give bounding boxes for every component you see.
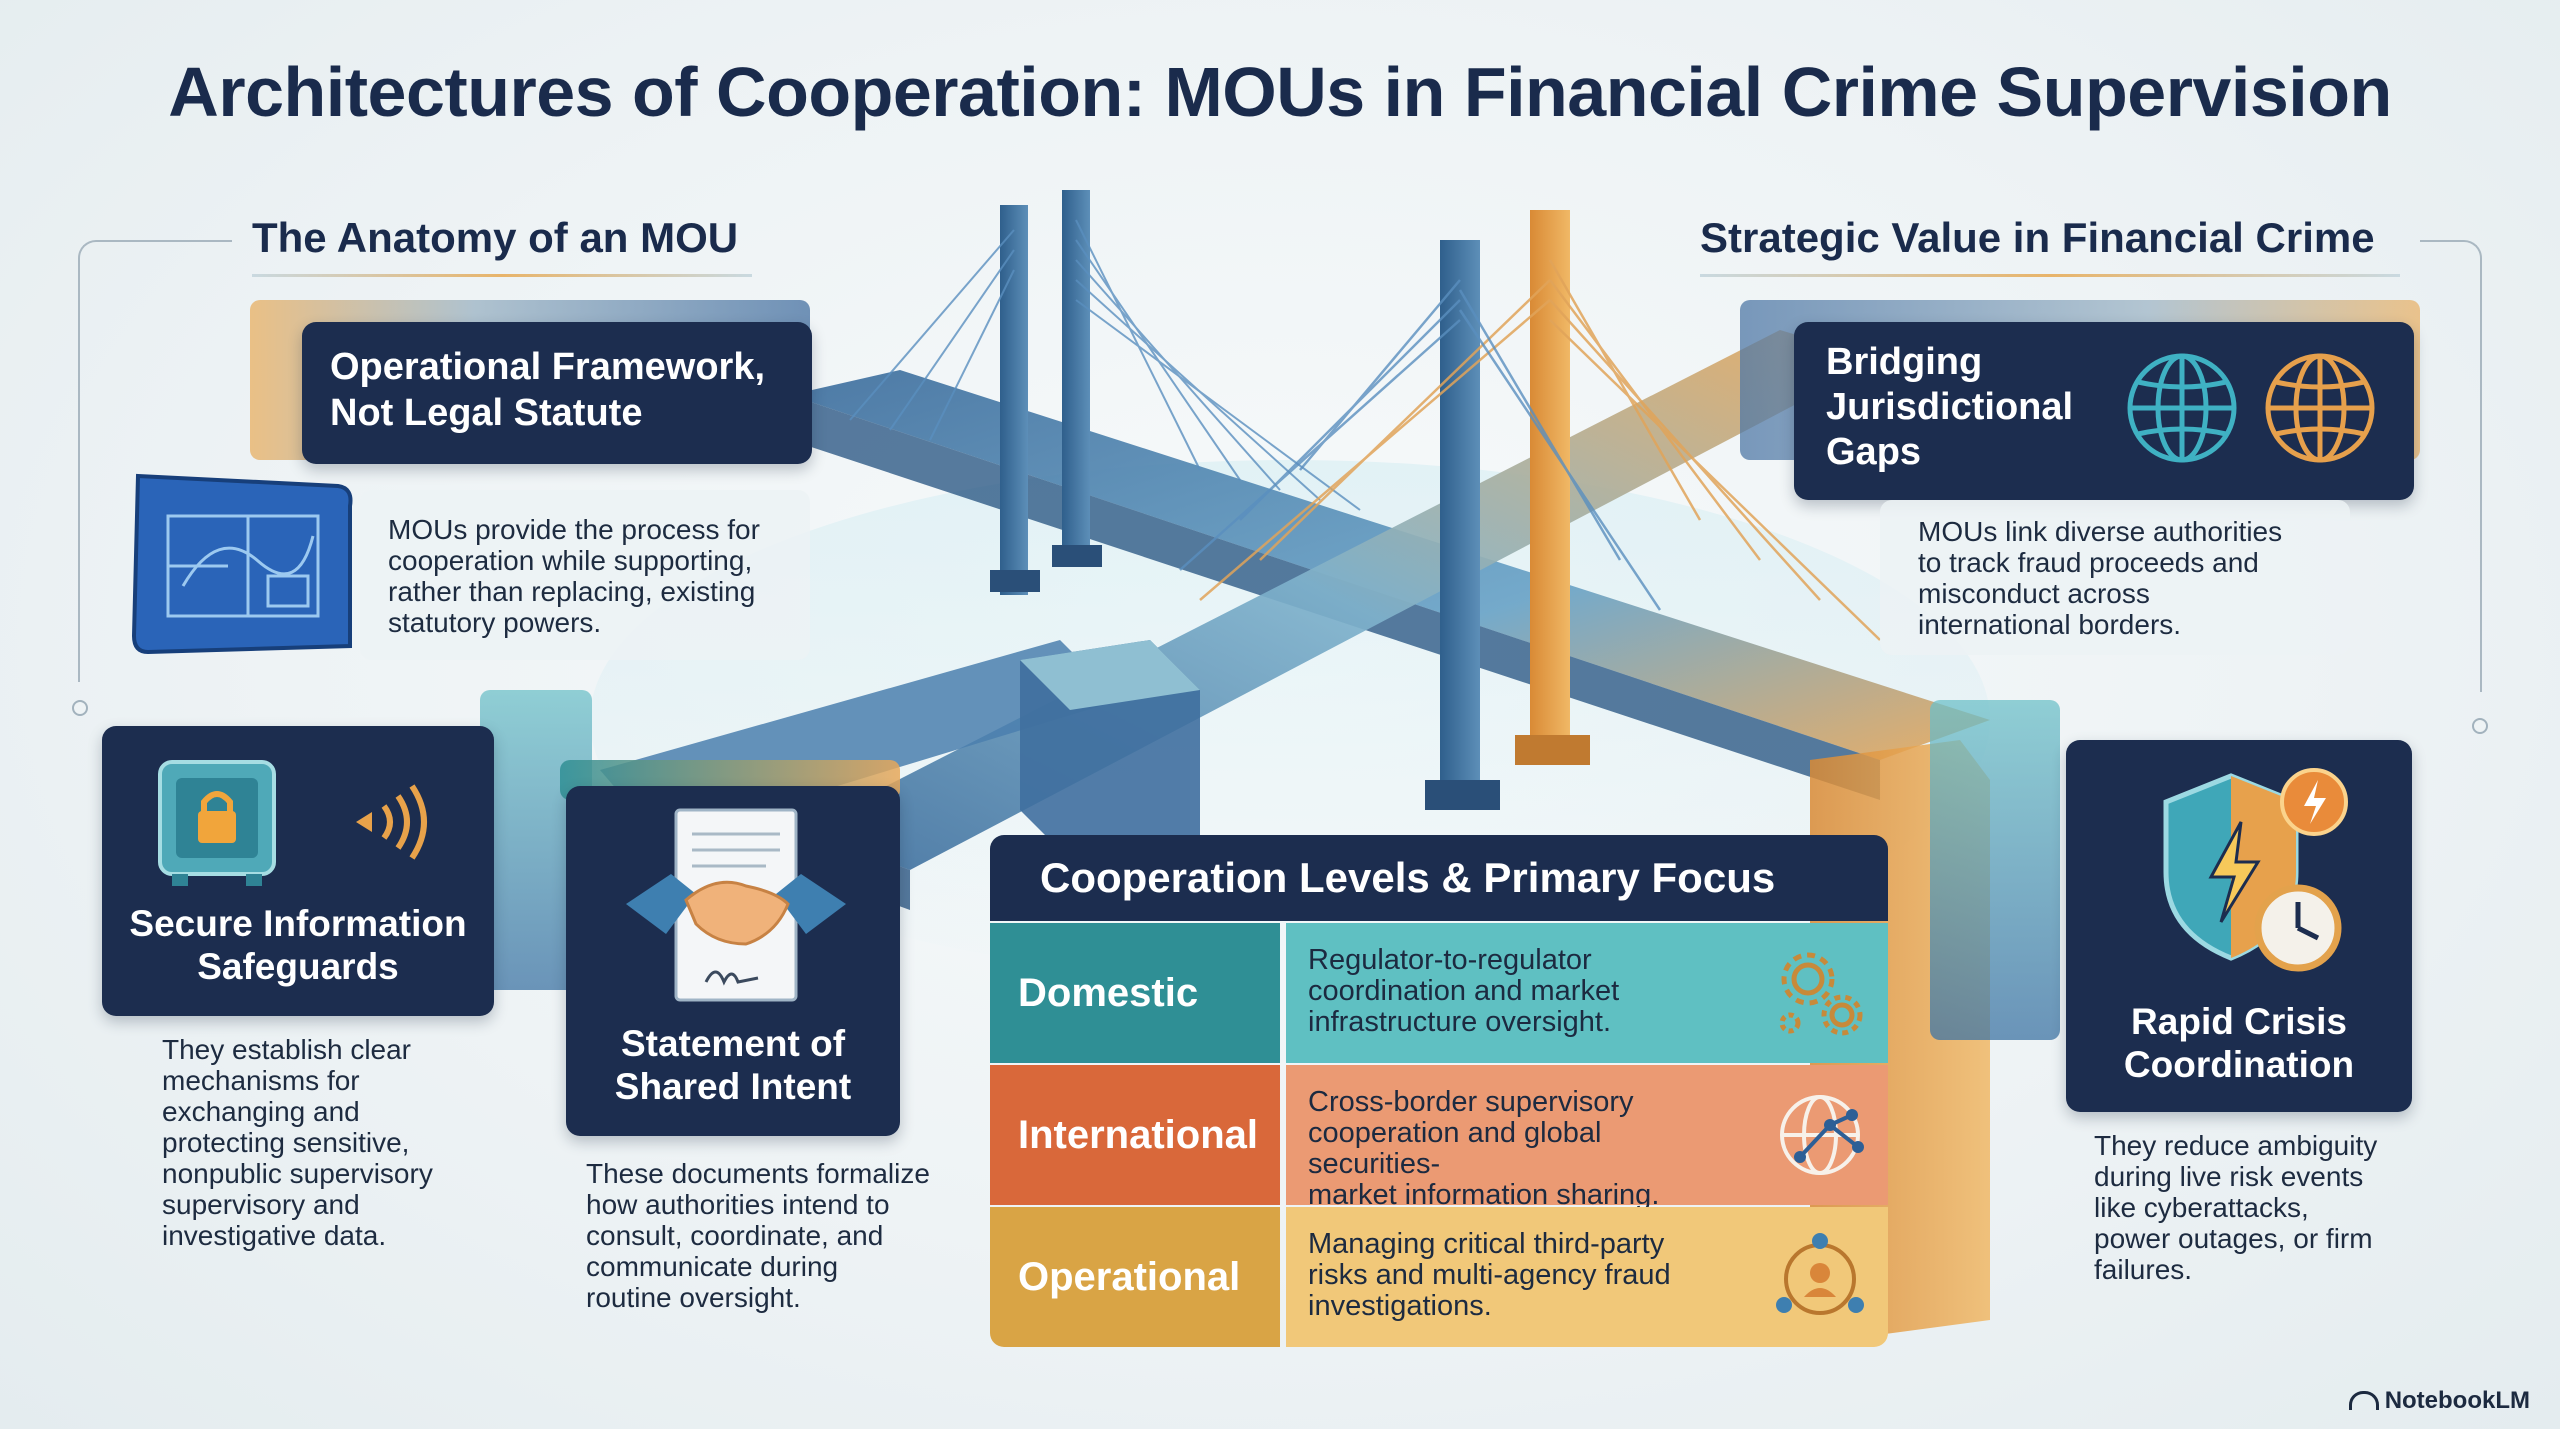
desc-line: MOUs link diverse authorities	[1918, 516, 2283, 547]
desc-line: how authorities intend to	[586, 1189, 890, 1220]
row-text-domestic: Regulator-to-regulator coordination and …	[1286, 923, 1888, 1063]
desc-line: failures.	[2094, 1254, 2193, 1285]
secure-info-title-line2: Safeguards	[197, 946, 399, 987]
handshake-document-icon	[626, 808, 846, 1002]
operational-framework-desc: MOUs provide the process for cooperation…	[388, 514, 760, 638]
shared-intent-card: Statement of Shared Intent	[566, 786, 900, 1136]
desc-line: communicate during	[586, 1251, 839, 1282]
row-label-domestic: Domestic	[990, 923, 1280, 1063]
notebooklm-badge: NotebookLM	[2348, 1387, 2530, 1415]
bridging-gaps-desc: MOUs link diverse authorities to track f…	[1918, 516, 2282, 640]
table-row-operational: Operational Managing critical third-part…	[990, 1207, 1888, 1347]
operational-framework-card: Operational Framework, Not Legal Statute	[302, 322, 812, 464]
table-row-international: International Cross-border supervisory c…	[990, 1065, 1888, 1211]
bridging-gaps-title: Bridging Jurisdictional Gaps	[1826, 340, 2073, 475]
right-section-heading: Strategic Value in Financial Crime	[1700, 214, 2375, 261]
desc-line: international borders.	[1918, 609, 2182, 640]
row-label-operational: Operational	[990, 1207, 1280, 1347]
bridging-gaps-title-line2: Jurisdictional	[1826, 386, 2074, 428]
shared-intent-title: Statement of Shared Intent	[566, 1022, 900, 1108]
row-text-line: risks and multi-agency fraud	[1308, 1259, 1671, 1291]
notebooklm-logo-icon	[2348, 1391, 2379, 1410]
desc-line: like cyberattacks,	[2094, 1192, 2309, 1223]
row-text-line: infrastructure oversight.	[1308, 1006, 1612, 1038]
left-bracket	[78, 240, 232, 682]
desc-line: cooperation while supporting,	[388, 545, 753, 576]
rapid-crisis-title-line1: Rapid Crisis	[2131, 1001, 2347, 1042]
row-text-operational: Managing critical third-party risks and …	[1286, 1207, 1888, 1347]
gears-icon	[1779, 952, 1863, 1036]
shared-intent-desc: These documents formalize how authoritie…	[586, 1158, 930, 1313]
rapid-crisis-desc: They reduce ambiguity during live risk e…	[2094, 1130, 2377, 1285]
secure-info-title: Secure Information Safeguards	[102, 902, 494, 988]
right-bracket	[2420, 240, 2482, 692]
row-text-line: Regulator-to-regulator	[1308, 944, 1592, 976]
row-label-international: International	[990, 1065, 1280, 1205]
table-row-domestic: Domestic Regulator-to-regulator coordina…	[990, 923, 1888, 1063]
desc-line: supervisory and	[162, 1189, 360, 1220]
notebooklm-label: NotebookLM	[2384, 1387, 2530, 1414]
row-text-line: Cross-border supervisory	[1308, 1086, 1634, 1118]
desc-line: routine oversight.	[586, 1282, 801, 1313]
desc-line: They reduce ambiguity	[2094, 1130, 2378, 1161]
bridging-gaps-card: Bridging Jurisdictional Gaps	[1794, 322, 2414, 500]
rapid-crisis-title: Rapid Crisis Coordination	[2066, 1000, 2412, 1086]
row-text-line: investigations.	[1308, 1290, 1492, 1322]
left-heading-underline	[252, 274, 752, 277]
team-network-icon	[1776, 1233, 1864, 1315]
desc-line: mechanisms for	[162, 1065, 360, 1096]
desc-line: They establish clear	[162, 1034, 412, 1065]
left-bracket-dot	[72, 700, 88, 716]
row-text-line: market information sharing.	[1308, 1179, 1660, 1211]
secure-info-card: Secure Information Safeguards	[102, 726, 494, 1016]
right-heading-underline	[1700, 274, 2400, 277]
desc-line: These documents formalize	[586, 1158, 930, 1189]
row-text-line: Managing critical third-party	[1308, 1228, 1665, 1260]
signal-icon	[356, 784, 427, 860]
operational-framework-title-line1: Operational Framework,	[330, 346, 766, 388]
secure-info-desc: They establish clear mechanisms for exch…	[162, 1034, 433, 1251]
network-globe-icon	[1780, 1095, 1864, 1175]
bridging-gaps-desc-box	[1880, 500, 2350, 655]
safe-lock-icon	[158, 760, 276, 886]
desc-line: protecting sensitive,	[162, 1127, 410, 1158]
shared-intent-title-line1: Statement of	[620, 1023, 846, 1064]
operational-framework-title-line2: Not Legal Statute	[330, 392, 643, 434]
desc-line: exchanging and	[162, 1096, 360, 1127]
row-text-international: Cross-border supervisory cooperation and…	[1286, 1065, 1888, 1211]
rapid-crisis-title-line2: Coordination	[2123, 1044, 2355, 1085]
right-bracket-dot	[2472, 718, 2488, 734]
page-title: Architectures of Cooperation: MOUs in Fi…	[168, 53, 2392, 131]
left-section-heading: The Anatomy of an MOU	[252, 214, 739, 261]
desc-line: consult, coordinate, and	[586, 1220, 884, 1251]
desc-line: rather than replacing, existing	[388, 576, 756, 607]
desc-line: during live risk events	[2094, 1161, 2364, 1192]
secure-info-title-line1: Secure Information	[129, 903, 467, 944]
bridging-gaps-title-line3: Gaps	[1826, 431, 1922, 473]
desc-line: MOUs provide the process for	[388, 514, 760, 545]
operational-framework-title: Operational Framework, Not Legal Statute	[330, 344, 765, 436]
operational-framework-desc-box	[360, 490, 810, 660]
row-text-line: cooperation and global securities-	[1308, 1117, 1602, 1180]
desc-line: to track fraud proceeds and	[1918, 547, 2259, 578]
blueprint-icon	[131, 473, 353, 655]
table-heading: Cooperation Levels & Primary Focus	[990, 835, 1888, 921]
globe-gold-icon	[2265, 353, 2375, 463]
row-text-line: coordination and market	[1308, 975, 1620, 1007]
rapid-crisis-card: Rapid Crisis Coordination	[2066, 740, 2412, 1112]
desc-line: investigative data.	[162, 1220, 387, 1251]
globe-teal-icon	[2127, 353, 2237, 463]
bridging-gaps-title-line1: Bridging	[1826, 341, 1983, 383]
rapid-crisis-slab	[1930, 700, 2060, 1040]
desc-line: misconduct across	[1918, 578, 2150, 609]
desc-line: power outages, or firm	[2094, 1223, 2373, 1254]
desc-line: statutory powers.	[388, 607, 602, 638]
desc-line: nonpublic supervisory	[162, 1158, 433, 1189]
shared-intent-title-line2: Shared Intent	[614, 1066, 852, 1107]
shield-clock-icon	[2163, 768, 2348, 972]
cooperation-levels-table: Cooperation Levels & Primary Focus Domes…	[990, 835, 1888, 1347]
